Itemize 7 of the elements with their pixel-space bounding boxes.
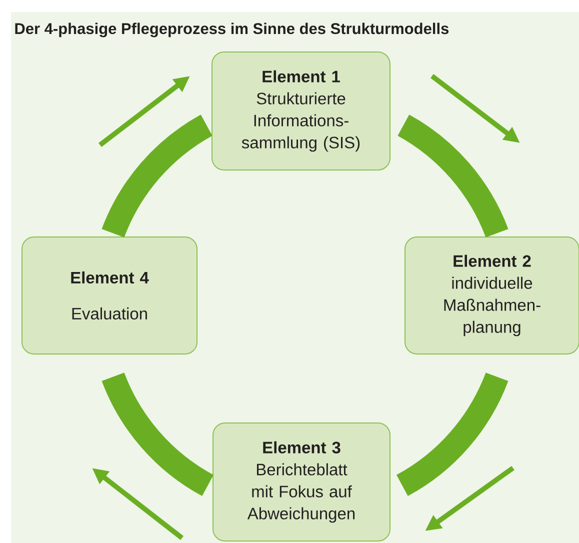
title: Der 4-phasige Pflegeprozess im Sinne des Strukturmodells <box>15 22 449 38</box>
element-box: Element 3 Berichteblatt mit Fokus auf Abweichungen <box>212 422 390 542</box>
cycle-ring-arc <box>397 114 508 238</box>
cycle-ring-arc <box>102 114 213 238</box>
element-box: Element 2 individuelle Maßnahmen- planung <box>404 236 579 354</box>
element-box: Element 4 Evaluation <box>22 236 198 354</box>
element-box: Element 1 Strukturierte Informations- sammlung (SIS) <box>212 52 390 170</box>
